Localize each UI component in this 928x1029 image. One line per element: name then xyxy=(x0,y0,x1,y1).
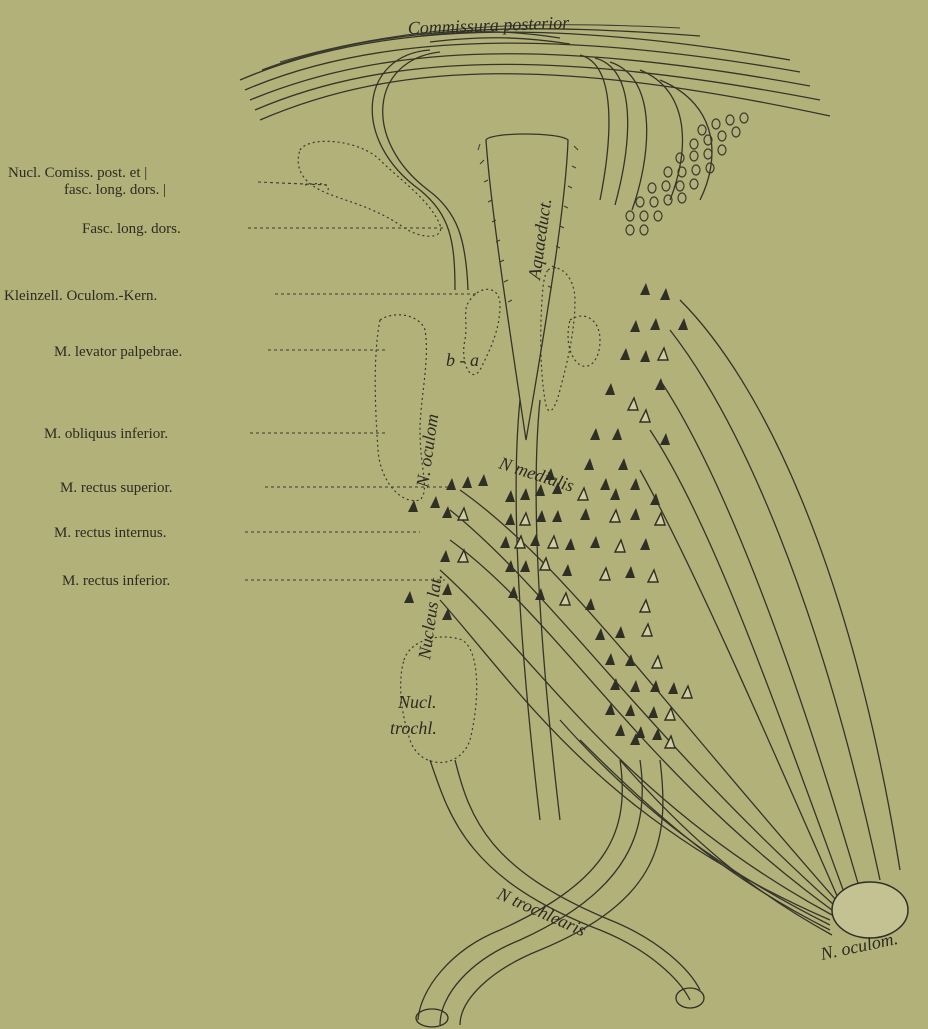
n-oculom-stump xyxy=(832,882,908,938)
label-kleinzell: Kleinzell. Oculom.-Kern. xyxy=(4,288,157,304)
trochlear-fibers xyxy=(416,400,704,1027)
fiber-bundle-circles xyxy=(626,113,748,235)
dotted-nuclei xyxy=(298,141,600,762)
commissura-posterior-fibers xyxy=(240,25,830,120)
label-nucl-comiss-2: fasc. long. dors. | xyxy=(64,182,166,198)
label-commissura-posterior: Commissura posterior xyxy=(407,12,570,38)
label-rectus-internus: M. rectus internus. xyxy=(54,525,166,541)
label-nucl-comiss: Nucl. Comiss. post. et | xyxy=(8,165,147,181)
aqueduct xyxy=(478,134,578,440)
label-rectus-superior: M. rectus superior. xyxy=(60,480,172,496)
oculomotor-fibers xyxy=(440,300,900,935)
label-obliquus-inferior: M. obliquus inferior. xyxy=(44,426,168,442)
label-n-oculom-upper: N. oculom xyxy=(412,412,442,489)
label-nucleus-lat: Nucleus lat. xyxy=(414,573,446,662)
label-aquaeduct: Aquaeduct. xyxy=(524,197,555,281)
label-rectus-inferior: M. rectus inferior. xyxy=(62,573,170,589)
label-fasc-long-dors: Fasc. long. dors. xyxy=(82,221,181,237)
label-b-a: b - a xyxy=(446,350,479,370)
label-nucl-trochl-1: Nucl. xyxy=(397,692,437,712)
label-levator: M. levator palpebrae. xyxy=(54,344,182,360)
label-leader-lines xyxy=(245,182,478,580)
label-n-trochlearis: N trochlearis xyxy=(493,883,589,940)
label-nucl-trochl-2: trochl. xyxy=(390,718,437,738)
